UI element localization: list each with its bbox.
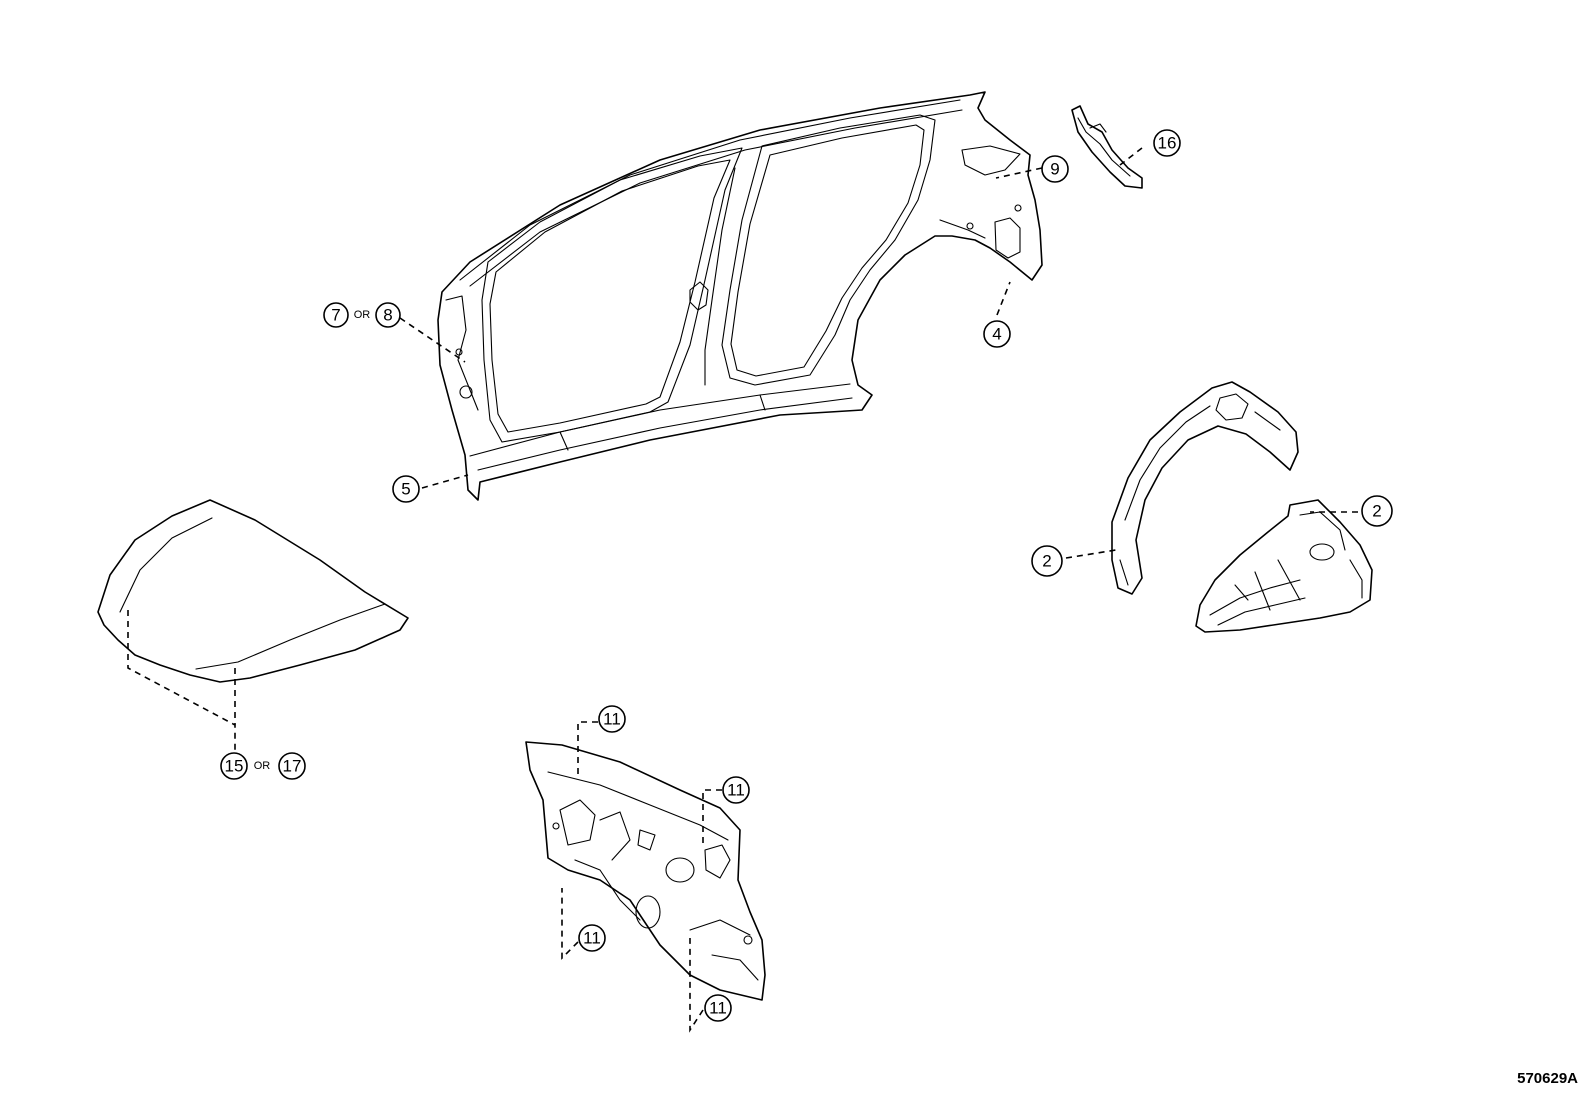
- callout-2-right: 2: [1361, 495, 1393, 527]
- svg-text:11: 11: [583, 929, 601, 948]
- svg-text:7: 7: [331, 306, 340, 325]
- leader-lines: [127, 147, 1358, 1033]
- svg-text:11: 11: [709, 999, 727, 1018]
- callout-11-bottom: 11: [704, 994, 732, 1022]
- rear-bracket-part: [1071, 105, 1143, 189]
- svg-text:11: 11: [603, 710, 621, 729]
- callout-15: 15: [220, 752, 248, 780]
- wheel-house-inner-panel: [1195, 499, 1373, 633]
- svg-text:9: 9: [1050, 160, 1059, 179]
- callout-5: 5: [392, 475, 420, 503]
- svg-text:11: 11: [727, 781, 745, 800]
- svg-text:2: 2: [1372, 502, 1381, 521]
- callout-16: 16: [1153, 129, 1181, 157]
- callout-2-left: 2: [1031, 545, 1063, 577]
- svg-text:16: 16: [1158, 134, 1177, 153]
- callout-8: 8: [375, 302, 401, 328]
- callout-11-top: 11: [598, 705, 626, 733]
- wheel-house-outer-panel: [1111, 381, 1299, 595]
- svg-text:15: 15: [225, 757, 244, 776]
- svg-text:2: 2: [1042, 552, 1051, 571]
- callout-11-left-bottom: 11: [578, 924, 606, 952]
- callout-or-1: OR: [354, 309, 371, 321]
- side-body-panel: [437, 91, 1043, 501]
- svg-text:5: 5: [401, 480, 410, 499]
- figure-code: 570629A: [1517, 1070, 1578, 1087]
- svg-text:17: 17: [283, 757, 302, 776]
- callouts: 7 OR 8 5 9 4 16 2 2: [220, 129, 1393, 1022]
- callout-4: 4: [983, 320, 1011, 348]
- callout-17: 17: [278, 752, 306, 780]
- callout-11-right: 11: [722, 776, 750, 804]
- dash-panel: [525, 741, 766, 1001]
- callout-9: 9: [1041, 155, 1069, 183]
- callout-or-2: OR: [254, 760, 271, 772]
- svg-text:8: 8: [383, 306, 392, 325]
- callout-7: 7: [323, 302, 349, 328]
- hood-panel: [97, 499, 409, 683]
- svg-text:4: 4: [992, 325, 1001, 344]
